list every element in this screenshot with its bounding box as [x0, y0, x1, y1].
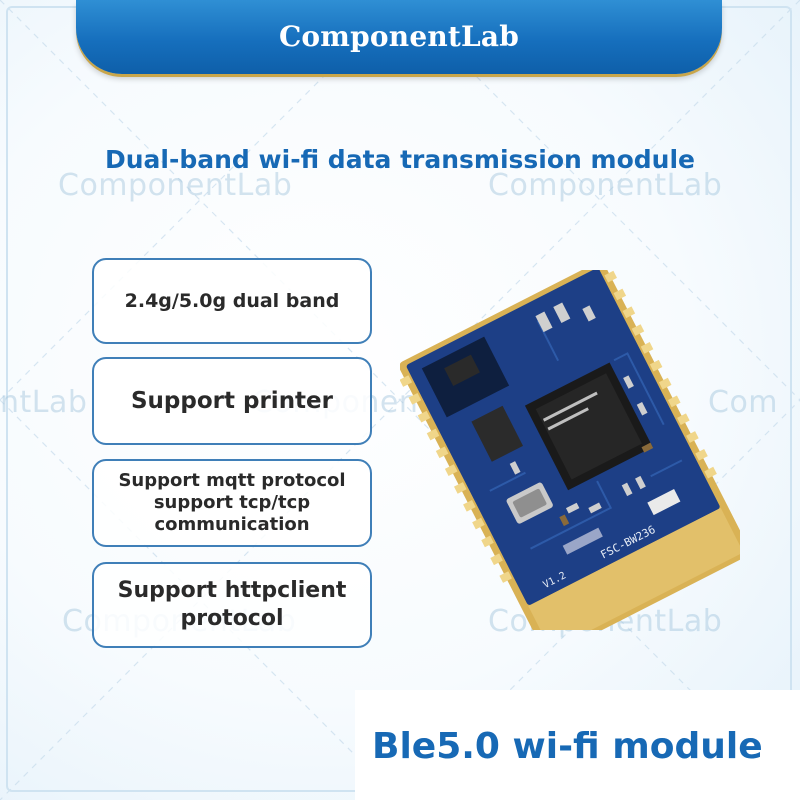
product-name: Ble5.0 wi-fi module [372, 726, 763, 767]
feature-box-dual-band: 2.4g/5.0g dual band [92, 258, 372, 344]
watermark-text: ComponentLab [58, 168, 293, 203]
feature-box-httpclient: Support httpclient protocol [92, 562, 372, 648]
feature-label: Support httpclient protocol [117, 578, 347, 631]
feature-label: Support mqtt protocol support tcp/tcp co… [118, 470, 346, 535]
watermark-text: ComponentLab [488, 168, 723, 203]
feature-box-printer: Support printer [92, 357, 372, 445]
feature-label: Support printer [130, 388, 333, 414]
page-title: Dual-band wi-fi data transmission module [105, 145, 695, 174]
feature-label: 2.4g/5.0g dual band [124, 290, 340, 312]
brand-name: ComponentLab [278, 20, 520, 53]
watermark-text: ntLab [0, 385, 88, 420]
label-background [355, 690, 800, 800]
brand-banner: ComponentLab [76, 0, 722, 74]
feature-box-mqtt: Support mqtt protocol support tcp/tcp co… [92, 459, 372, 547]
watermark-text: Com [708, 385, 779, 420]
wifi-module-board-image: FSC-BW236 V1.2 [400, 270, 740, 630]
